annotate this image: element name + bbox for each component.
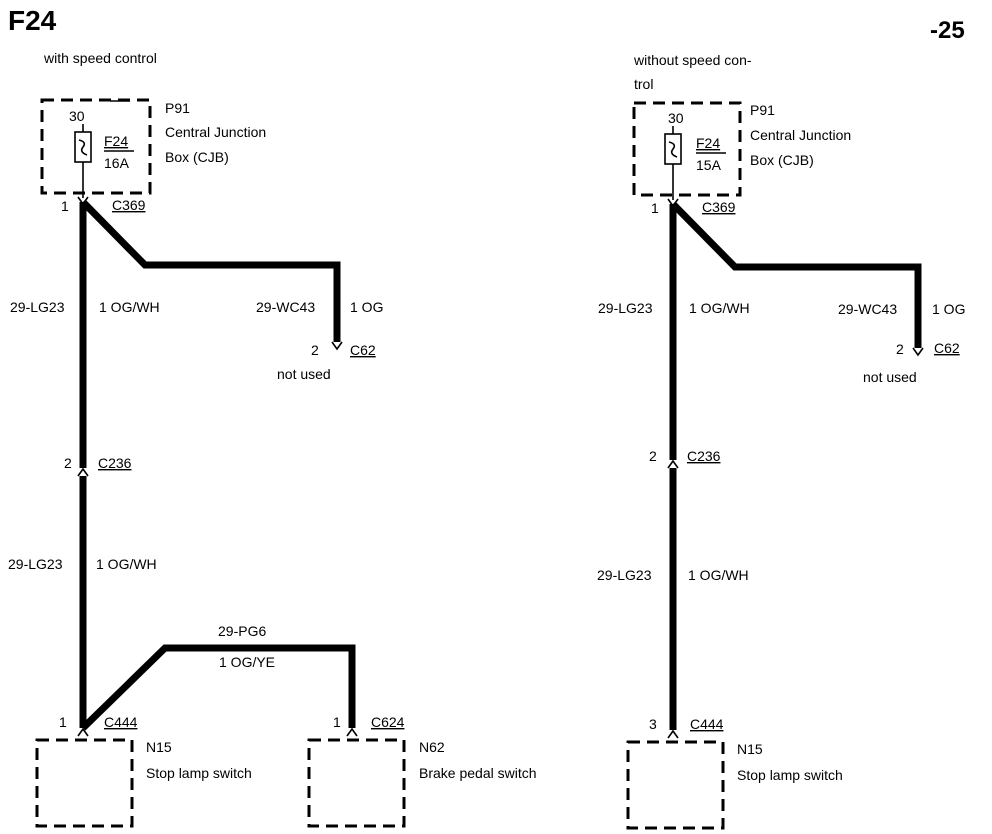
left-c62-name: C62 [350,342,376,358]
right-c444-name: C444 [690,716,724,732]
right-fuse-rating: 15A [696,157,722,173]
right-diagram: without speed con- trol 30 F24 15A P91 C… [597,52,965,830]
left-c444-symbol [77,727,89,737]
right-stop-switch-name: Stop lamp switch [737,767,843,783]
left-wire-branch [80,199,341,342]
right-branch-circuit: 29-WC43 [838,301,897,317]
left-wire-brake [80,644,356,731]
right-branch-gauge: 1 OG [932,301,965,317]
right-lower-circuit: 29-LG23 [597,567,652,583]
right-c444-pin: 3 [649,716,657,732]
left-fuse-name: F24 [104,133,128,149]
right-variant-label-2: trol [634,76,653,92]
left-cjb-name-1: Central Junction [165,124,266,140]
left-stop-switch-id: N15 [146,739,172,755]
left-brake-switch-name: Brake pedal switch [419,765,537,781]
left-cjb-box [40,98,152,195]
left-c236-pin: 2 [64,455,72,471]
left-upper-gauge: 1 OG/WH [99,299,160,315]
left-c62-pin: 2 [311,342,319,358]
right-cjb-box [632,101,742,197]
left-c369-pin: 1 [61,198,69,214]
right-c62-note: not used [863,369,917,385]
left-brake-switch-id: N62 [419,739,445,755]
left-c62-symbol [331,341,343,351]
left-c369-name: C369 [112,197,146,213]
page-number: -25 [930,17,965,44]
left-lower-gauge: 1 OG/WH [96,556,157,572]
right-wire-branch [670,201,922,348]
left-branch-circuit: 29-WC43 [256,299,315,315]
right-c236-symbol [667,459,679,469]
left-c624-symbol [346,727,358,737]
left-stop-switch-name: Stop lamp switch [146,765,252,781]
right-stop-switch-box [626,740,725,830]
page-code: F24 [8,5,57,36]
right-cjb-id: P91 [750,102,775,118]
left-brake-circuit: 29-PG6 [218,623,266,639]
left-lower-circuit: 29-LG23 [8,556,63,572]
left-cjb-name-2: Box (CJB) [165,149,229,165]
right-stop-switch-id: N15 [737,741,763,757]
left-c624-name: C624 [371,714,405,730]
left-upper-circuit: 29-LG23 [10,299,65,315]
right-c62-pin: 2 [896,341,904,357]
left-c62-note: not used [277,366,331,382]
right-cjb-name-2: Box (CJB) [750,152,814,168]
left-c236-symbol [77,467,89,477]
right-fuse-pin: 30 [668,110,684,126]
right-c62-name: C62 [934,340,960,356]
right-c369-pin: 1 [651,200,659,216]
left-c444-name: C444 [104,714,138,730]
right-upper-gauge: 1 OG/WH [689,300,750,316]
left-c236-name: C236 [98,455,132,471]
left-stop-switch-box [35,738,134,828]
left-fuse-icon [74,124,92,198]
left-c444-pin: 1 [59,714,67,730]
right-variant-label-1: without speed con- [633,52,752,68]
right-c62-symbol [912,347,924,357]
right-lower-gauge: 1 OG/WH [688,567,749,583]
left-fuse-rating: 16A [104,155,130,171]
right-c369-name: C369 [702,199,736,215]
right-upper-circuit: 29-LG23 [598,300,653,316]
right-c236-name: C236 [687,448,721,464]
right-c444-symbol [667,729,679,739]
right-c236-pin: 2 [649,448,657,464]
left-brake-switch-box [307,738,406,828]
right-cjb-name-1: Central Junction [750,127,851,143]
left-brake-gauge: 1 OG/YE [219,654,275,670]
right-fuse-icon [664,126,682,200]
left-variant-label: with speed control [43,50,157,66]
left-c624-pin: 1 [333,714,341,730]
right-fuse-name: F24 [696,135,720,151]
left-fuse-pin: 30 [69,108,85,124]
left-diagram: with speed control 30 F24 16A P91 Centra… [8,50,537,828]
left-cjb-id: P91 [165,100,190,116]
left-branch-gauge: 1 OG [350,299,383,315]
